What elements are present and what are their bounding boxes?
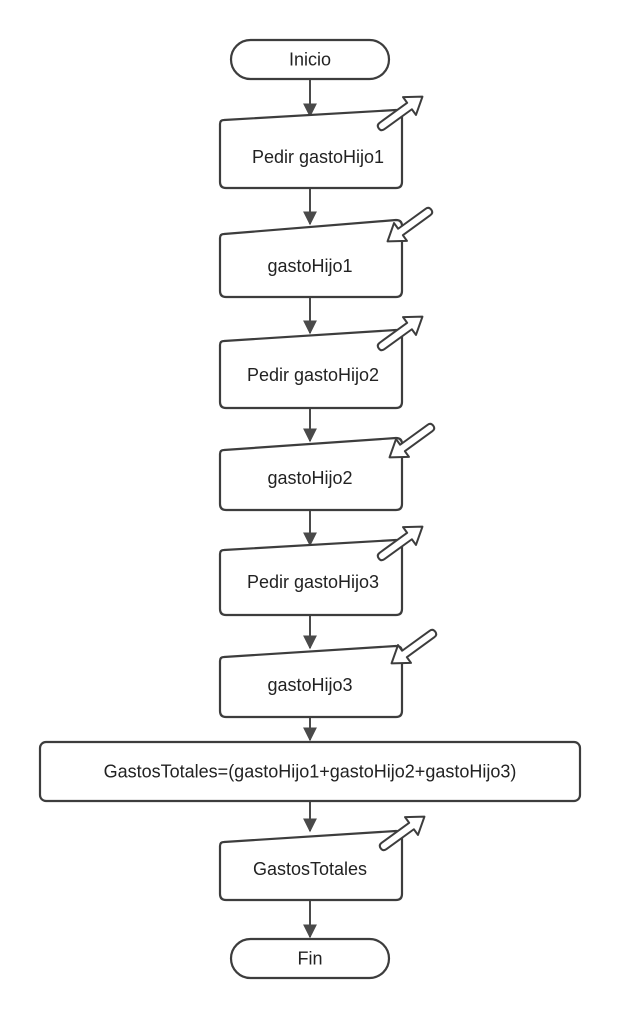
start-terminator: Inicio bbox=[229, 38, 391, 81]
read-label-2: gastoHijo2 bbox=[267, 468, 352, 488]
input-label-2: Pedir gastoHijo2 bbox=[247, 365, 379, 385]
read-node-gasto-hijo-1: gastoHijo1 bbox=[218, 206, 434, 299]
end-terminator: Fin bbox=[229, 937, 391, 980]
start-label: Inicio bbox=[289, 50, 331, 70]
output-label: GastosTotales bbox=[253, 859, 367, 879]
input-node-gasto-hijo-1: Pedir gastoHijo1 bbox=[218, 95, 424, 190]
read-node-gasto-hijo-2: gastoHijo2 bbox=[218, 422, 436, 512]
output-arrow-icon bbox=[378, 815, 426, 852]
input-arrow-icon bbox=[376, 95, 424, 132]
input-label-3: Pedir gastoHijo3 bbox=[247, 572, 379, 592]
output-node-total: GastosTotales bbox=[218, 815, 426, 902]
read-label-3: gastoHijo3 bbox=[267, 675, 352, 695]
read-label-1: gastoHijo1 bbox=[267, 256, 352, 276]
input-arrow-icon bbox=[376, 315, 424, 352]
read-arrow-icon bbox=[388, 422, 436, 459]
input-arrow-icon bbox=[376, 525, 424, 562]
input-node-gasto-hijo-2: Pedir gastoHijo2 bbox=[218, 315, 424, 410]
read-arrow-icon bbox=[390, 628, 438, 665]
input-node-gasto-hijo-3: Pedir gastoHijo3 bbox=[218, 525, 424, 617]
input-label-1: Pedir gastoHijo1 bbox=[252, 147, 384, 167]
end-label: Fin bbox=[297, 949, 322, 969]
process-label: GastosTotales=(gastoHijo1+gastoHijo2+gas… bbox=[104, 762, 517, 782]
process-node-total: GastosTotales=(gastoHijo1+gastoHijo2+gas… bbox=[38, 740, 582, 803]
read-arrow-icon bbox=[386, 206, 434, 243]
read-node-gasto-hijo-3: gastoHijo3 bbox=[218, 628, 438, 719]
